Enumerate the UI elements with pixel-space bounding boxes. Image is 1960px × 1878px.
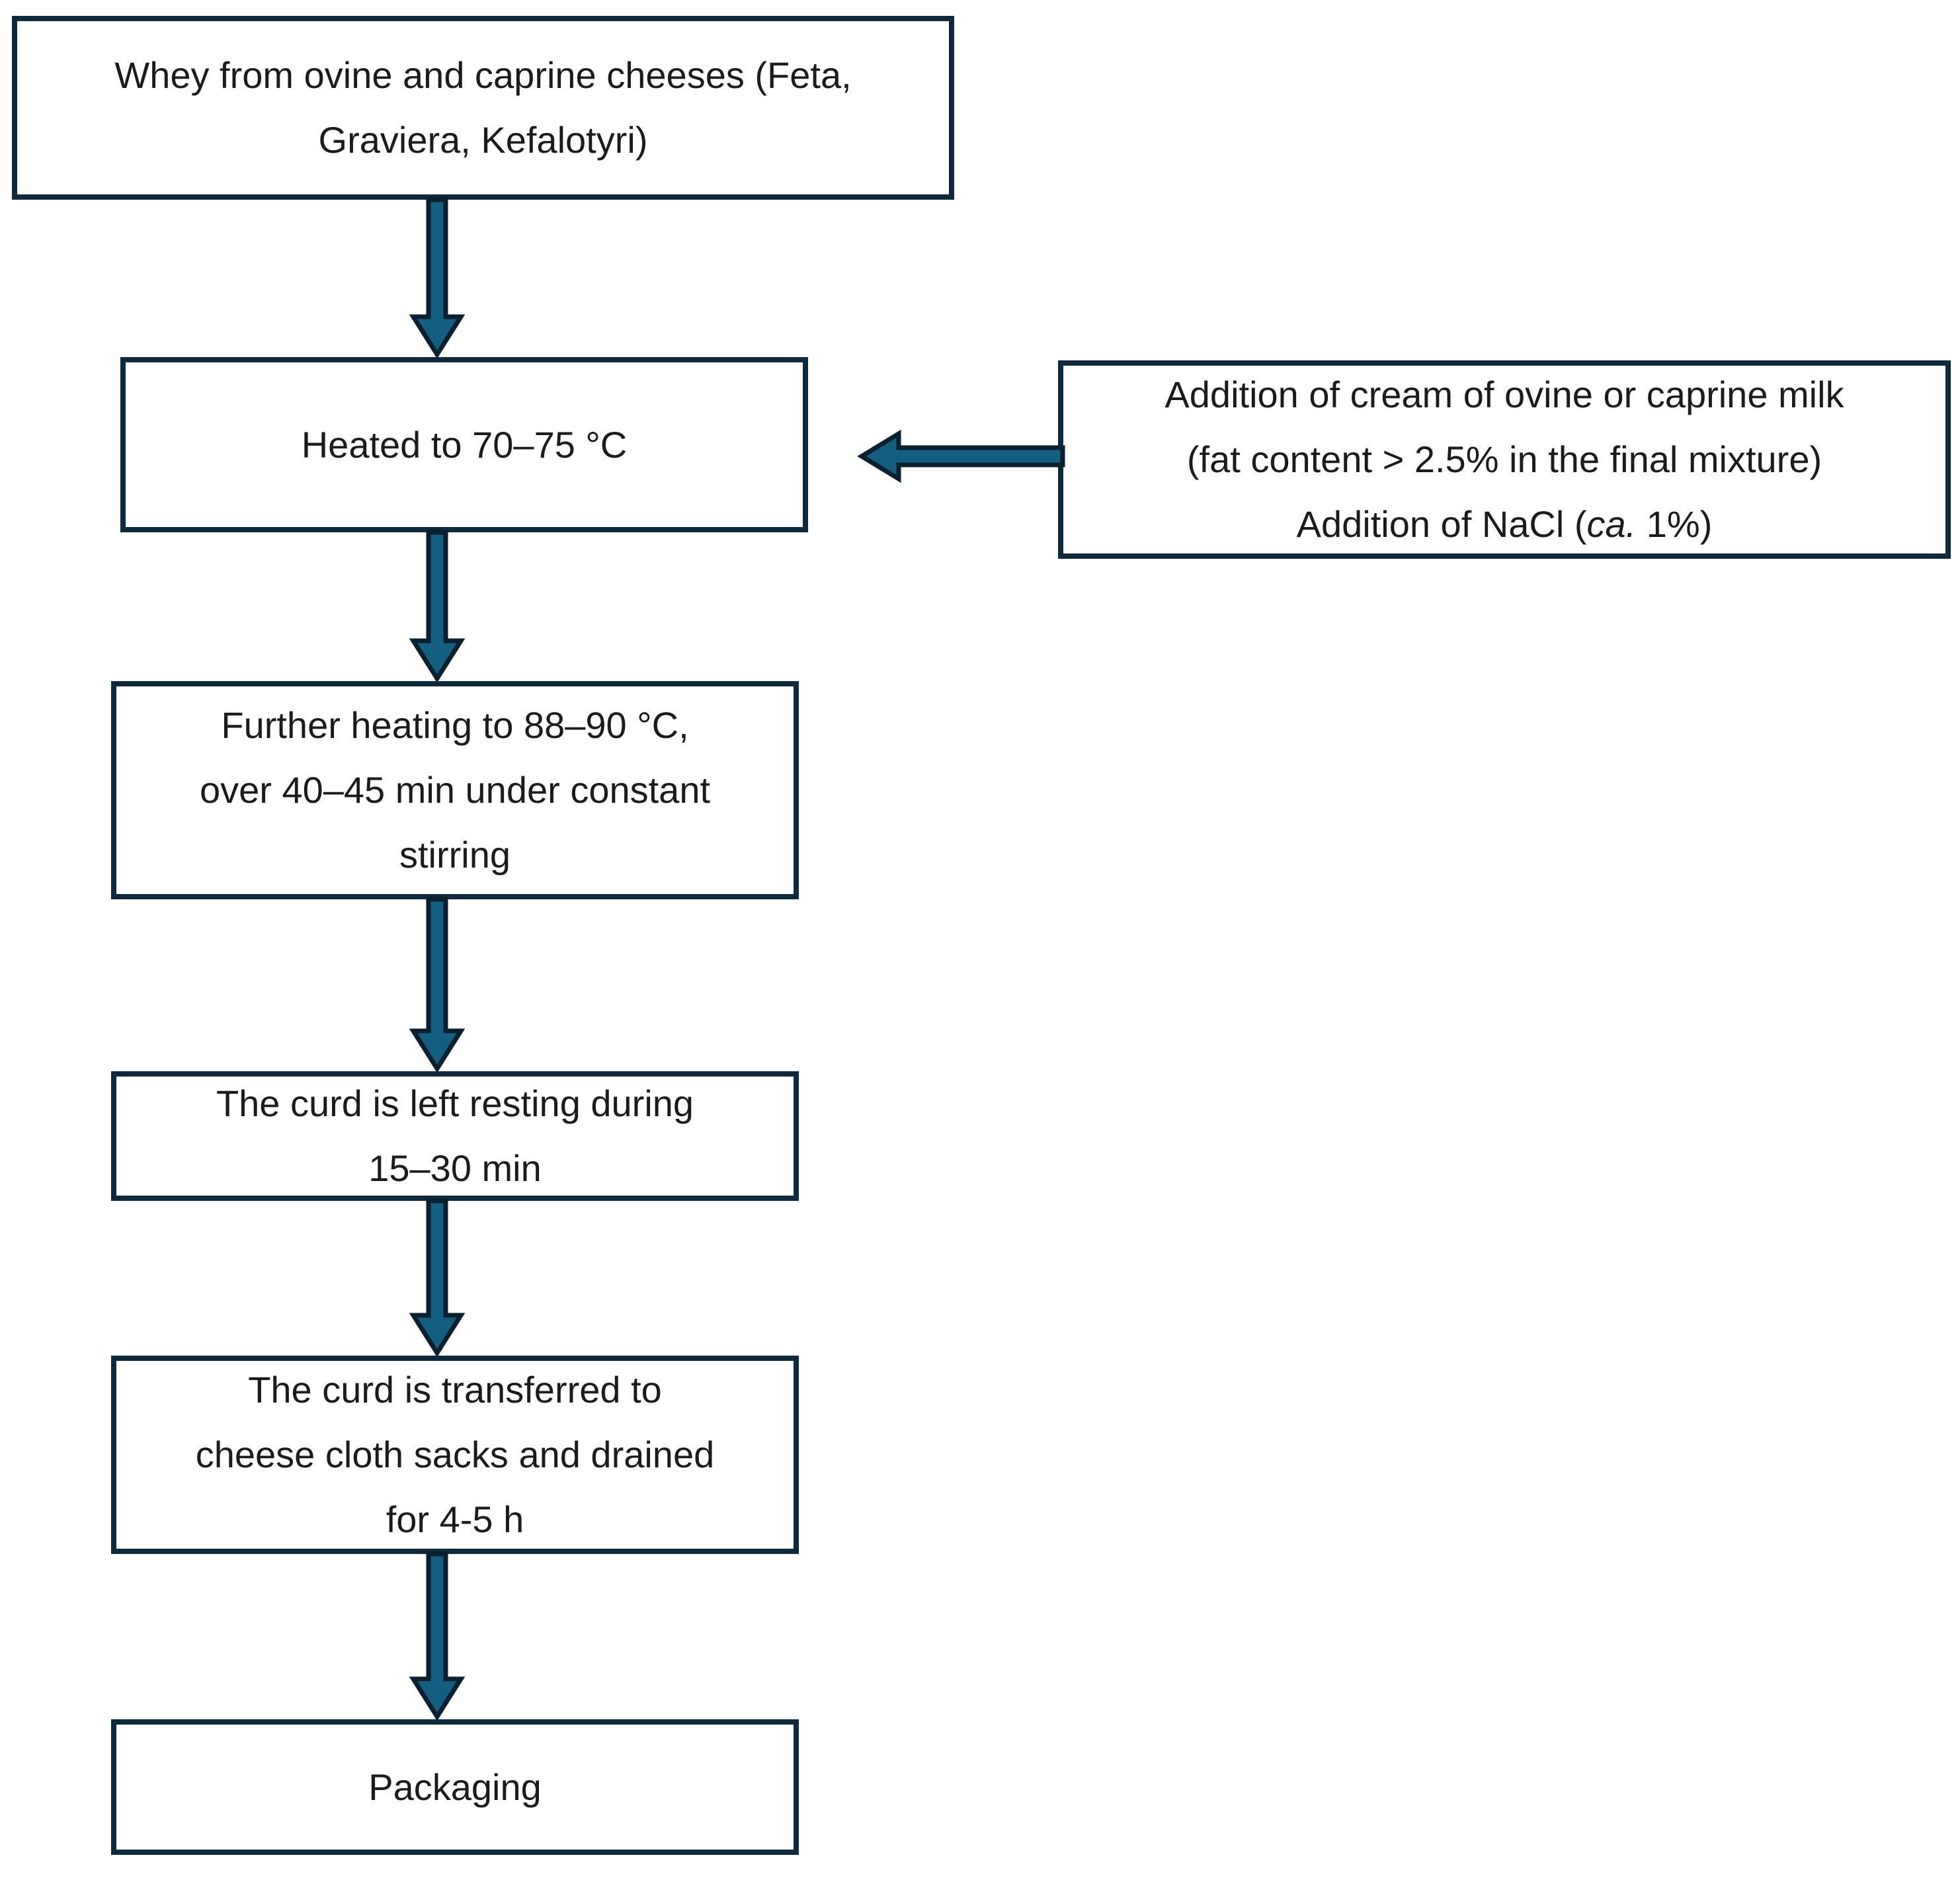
node-text-line: cheese cloth sacks and drained (195, 1434, 715, 1475)
node-text-line: Heated to 70–75 °C (301, 423, 628, 466)
node-text-line: Addition of NaCl (ca. 1%) (1297, 492, 1713, 557)
arrow-down-heated-to-further-heating (409, 530, 466, 683)
node-text-line: Whey from ovine and caprine cheeses (Fet… (114, 54, 852, 96)
arrow-down-further-heating-to-resting (409, 897, 466, 1073)
node-resting: The curd is left resting during 15–30 mi… (111, 1071, 799, 1201)
node-text-line: for 4-5 h (386, 1498, 524, 1540)
nacl-text-italic: ca. (1586, 503, 1637, 545)
arrow-left-additions-to-heated (857, 429, 1065, 483)
nacl-text-prefix: Addition of NaCl ( (1296, 503, 1587, 545)
node-additions: Addition of cream of ovine or caprine mi… (1058, 360, 1951, 559)
arrow-down-whey-to-heated (409, 197, 466, 359)
node-packaging: Packaging (111, 1719, 799, 1855)
node-text-line: Further heating to 88–90 °C, (221, 704, 689, 746)
arrow-down-draining-to-packaging (409, 1551, 466, 1721)
nacl-text-suffix: 1%) (1636, 503, 1713, 545)
node-text-line: The curd is left resting during (216, 1082, 694, 1124)
node-text-line: Addition of cream of ovine or caprine mi… (1164, 374, 1844, 415)
node-text-line: Graviera, Kefalotyri) (318, 119, 648, 161)
node-text-line: over 40–45 min under constant (199, 769, 711, 811)
node-text-line: stirring (399, 834, 511, 876)
arrow-down-resting-to-draining (409, 1198, 466, 1358)
node-further-heating: Further heating to 88–90 °C, over 40–45 … (111, 681, 799, 899)
node-text-line: 15–30 min (368, 1147, 542, 1189)
node-heated: Heated to 70–75 °C (120, 357, 808, 532)
node-text-line: (fat content > 2.5% in the final mixture… (1186, 438, 1822, 480)
node-draining: The curd is transferred to cheese cloth … (111, 1356, 799, 1554)
node-text-line: Packaging (368, 1766, 542, 1808)
node-text-line: The curd is transferred to (248, 1369, 662, 1410)
node-whey-source: Whey from ovine and caprine cheeses (Fet… (12, 16, 954, 200)
